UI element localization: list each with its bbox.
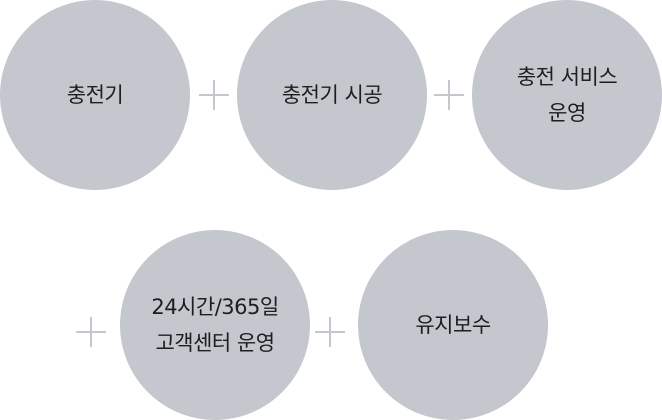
step-maintenance: 유지보수 bbox=[358, 230, 548, 420]
step-charging-service-operation-label: 충전 서비스 운영 bbox=[516, 65, 618, 125]
plus-icon bbox=[76, 317, 106, 347]
plus-icon bbox=[434, 80, 464, 110]
step-maintenance-label: 유지보수 bbox=[415, 313, 491, 337]
step-charger: 충전기 bbox=[0, 0, 190, 190]
plus-icon bbox=[199, 80, 229, 110]
step-charging-service-operation: 충전 서비스 운영 bbox=[472, 0, 662, 190]
step-customer-center-label: 24시간/365일 고객센터 운영 bbox=[151, 295, 279, 355]
step-charger-installation: 충전기 시공 bbox=[237, 0, 427, 190]
step-customer-center: 24시간/365일 고객센터 운영 bbox=[120, 230, 310, 420]
step-charger-installation-label: 충전기 시공 bbox=[281, 83, 383, 107]
plus-icon bbox=[315, 317, 345, 347]
step-charger-label: 충전기 bbox=[66, 83, 124, 107]
